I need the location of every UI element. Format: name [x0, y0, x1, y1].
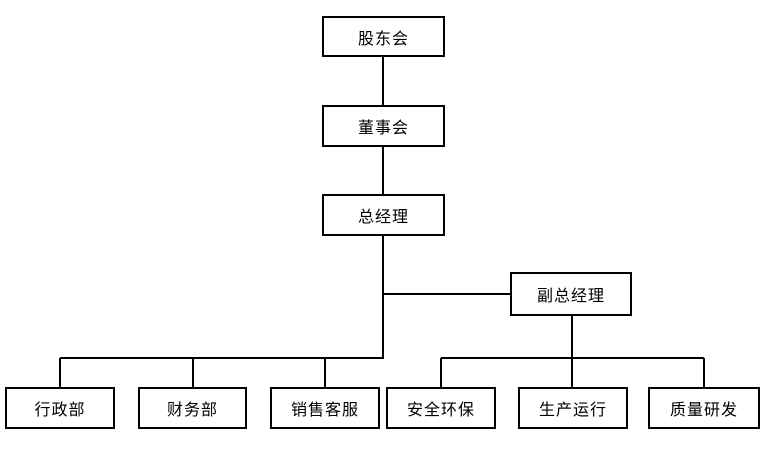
connector-line [60, 357, 384, 359]
connector-line [192, 358, 194, 387]
org-node-board-of-directors: 董事会 [322, 105, 445, 147]
connector-line [703, 358, 705, 387]
connector-line [59, 358, 61, 387]
org-node-shareholders-meeting: 股东会 [322, 16, 445, 57]
org-node-general-manager: 总经理 [322, 194, 445, 236]
org-node-safety-environment: 安全环保 [386, 387, 496, 429]
org-node-sales-customer-service: 销售客服 [270, 387, 380, 429]
org-node-production-operation: 生产运行 [518, 387, 628, 429]
connector-line [382, 147, 384, 194]
connector-line [324, 358, 326, 387]
org-node-deputy-general-manager: 副总经理 [510, 272, 632, 316]
org-node-finance-dept: 财务部 [138, 387, 247, 429]
org-node-administration-dept: 行政部 [5, 387, 115, 429]
connector-line [382, 57, 384, 105]
connector-line [383, 293, 510, 295]
org-node-quality-rd: 质量研发 [648, 387, 760, 429]
connector-line [440, 358, 442, 387]
connector-line [571, 316, 573, 387]
connector-line [382, 236, 384, 359]
